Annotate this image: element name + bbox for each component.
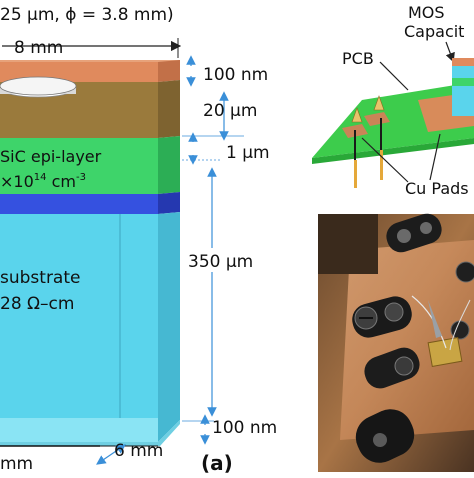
thickness-substrate-label: 350 µm bbox=[188, 252, 253, 272]
top-metal-top-face bbox=[0, 60, 180, 62]
photo-probe-tip bbox=[428, 300, 442, 338]
thickness-top-label: 100 nm bbox=[203, 65, 268, 85]
pin-leg-left bbox=[354, 160, 357, 188]
photo-copper-plate bbox=[340, 240, 474, 440]
mos-chip-stripe bbox=[452, 78, 474, 86]
buffer-layer bbox=[0, 194, 158, 214]
substrate-resistivity: 28 Ω–cm bbox=[0, 294, 74, 314]
photo-wire-2 bbox=[449, 299, 471, 351]
width-label: 8 mm bbox=[14, 38, 63, 58]
epi-layer bbox=[0, 138, 158, 194]
thickness-bottom-label: 100 nm bbox=[212, 418, 277, 438]
photo-clamp-top-hole-2 bbox=[420, 222, 432, 234]
cu-pad-right bbox=[364, 112, 390, 126]
photo-sample bbox=[427, 336, 463, 368]
photo-clamp-bottom-hole bbox=[373, 433, 387, 447]
gate-layer-side bbox=[158, 80, 180, 138]
photo-screw-low bbox=[394, 356, 414, 376]
bottom-partial-label: mm bbox=[0, 454, 33, 474]
pcb-board-front bbox=[312, 138, 474, 164]
pin-leg-right bbox=[380, 150, 383, 180]
mos-chip-top bbox=[452, 58, 474, 66]
depth-dimension-arrow bbox=[96, 444, 126, 465]
capacitor-label: Capacit bbox=[404, 22, 464, 41]
thickness-buffer-label: 1 µm bbox=[226, 143, 270, 163]
epi-layer-name: SiC epi-layer bbox=[0, 147, 102, 166]
epi-layer-side bbox=[158, 136, 180, 194]
cu-pads-leader-a bbox=[361, 137, 409, 183]
bottom-metal-bottom-face bbox=[0, 420, 180, 446]
mos-chip-body bbox=[452, 64, 474, 116]
dim-substrate-label-bg bbox=[186, 248, 248, 272]
cu-pads-leader-b bbox=[429, 133, 441, 181]
photo-dark-corner bbox=[318, 214, 378, 274]
photo-knob-right bbox=[455, 261, 474, 283]
buffer-layer-side bbox=[158, 192, 180, 214]
depth-label: 6 mm bbox=[114, 441, 163, 461]
pin-cone-left bbox=[351, 107, 363, 123]
cu-pads-label: Cu Pads bbox=[405, 179, 469, 198]
pcb-label: PCB bbox=[342, 49, 374, 68]
substrate-layer bbox=[0, 214, 158, 442]
mos-leader bbox=[445, 41, 455, 63]
top-caption: 25 µm, ϕ = 3.8 mm) bbox=[0, 5, 174, 25]
photo-screw-mid-2 bbox=[384, 302, 404, 322]
mos-label: MOS bbox=[408, 3, 445, 22]
epi-layer-doping: ×1014 cm-3 bbox=[0, 172, 86, 191]
photo-clamp-top-hole bbox=[397, 229, 411, 243]
thickness-epi-label: 20 µm bbox=[203, 101, 257, 121]
top-metal-side bbox=[158, 60, 180, 82]
pin-cone-right bbox=[373, 95, 385, 111]
bottom-metal-layer bbox=[0, 418, 158, 442]
substrate-layer-side bbox=[158, 212, 180, 442]
pcb-leader bbox=[379, 61, 409, 91]
substrate-name: substrate bbox=[0, 268, 80, 288]
top-contact-disc-face bbox=[0, 76, 77, 96]
panel-label: (a) bbox=[201, 451, 233, 474]
